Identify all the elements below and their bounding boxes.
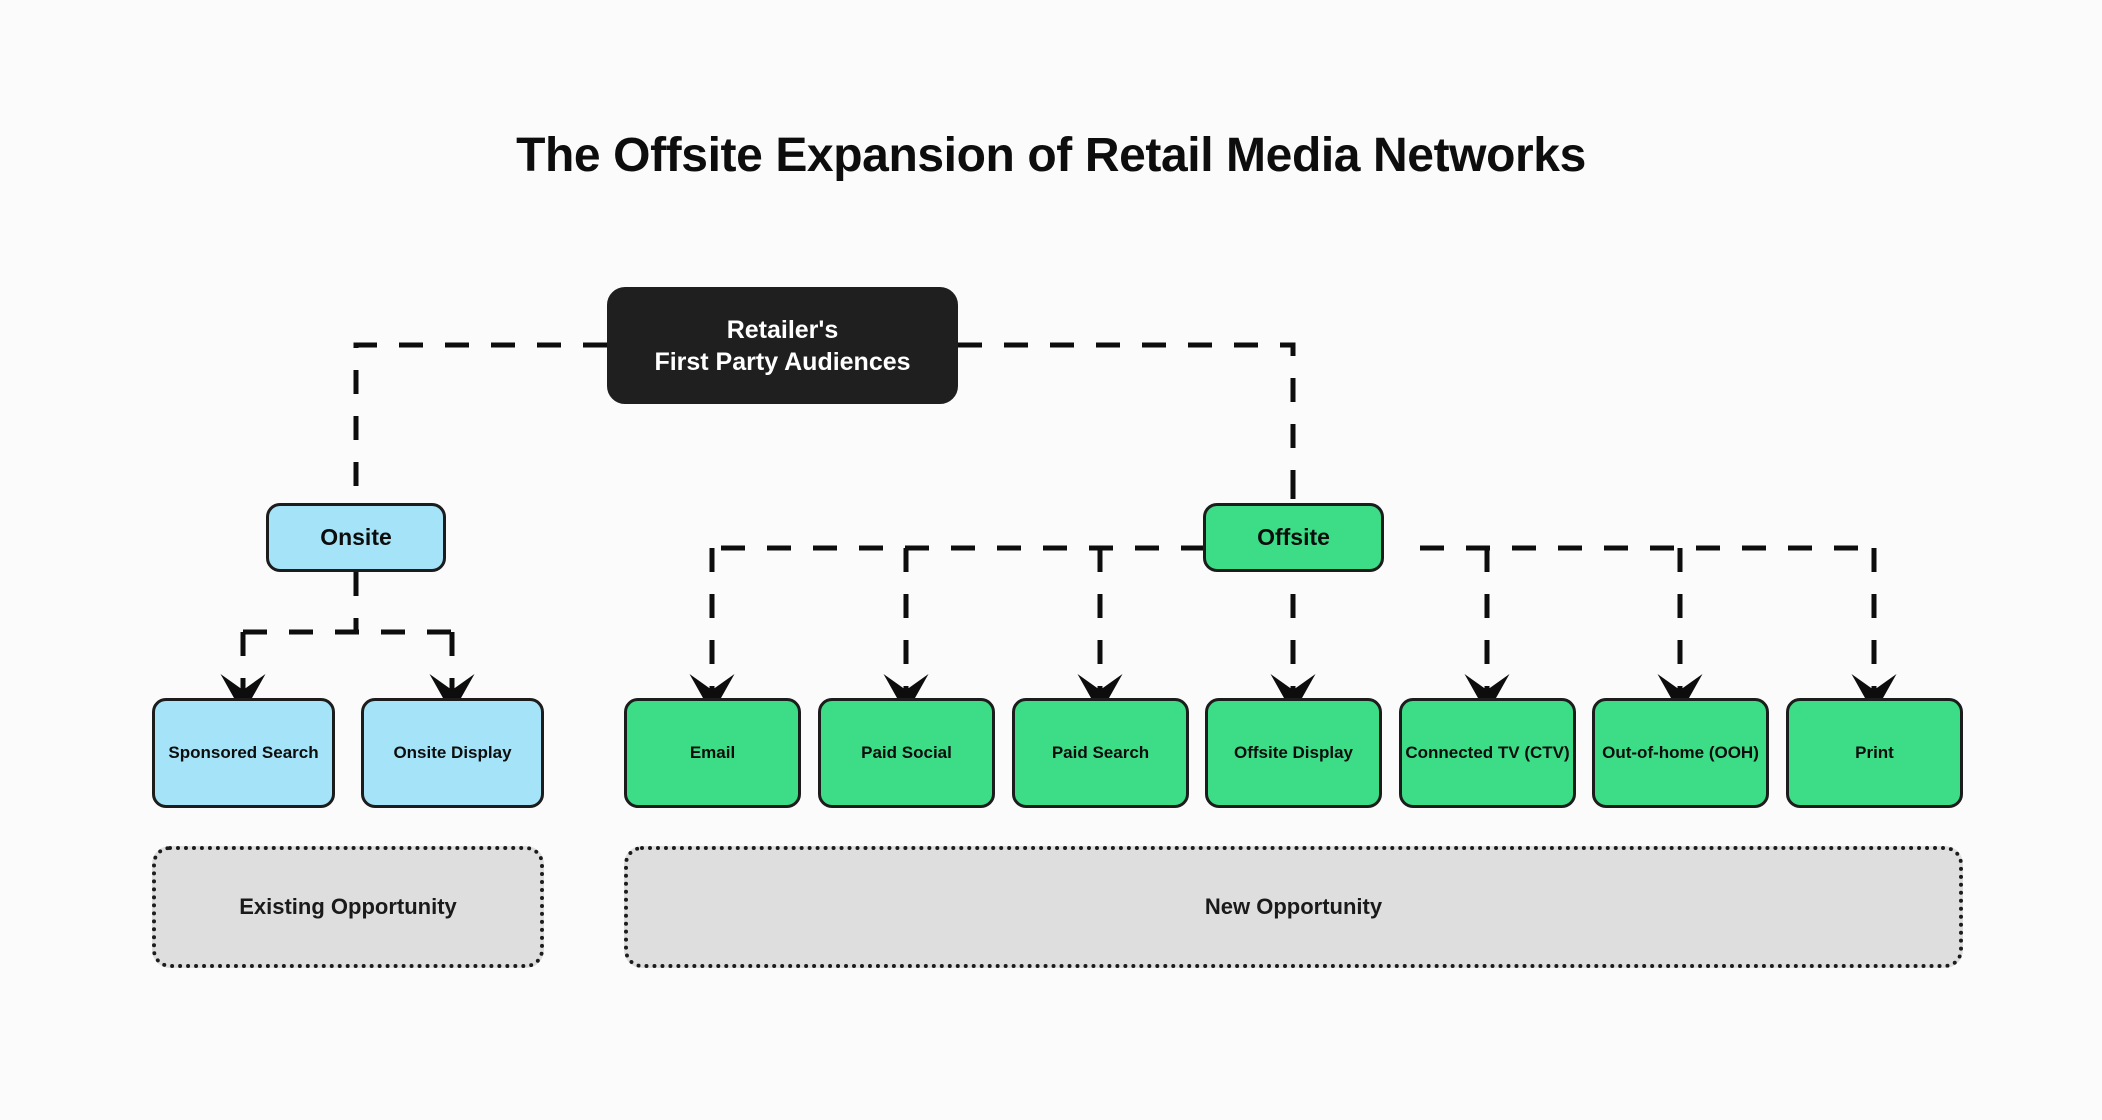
node-paid-social[interactable]: Paid Social xyxy=(818,698,995,808)
node-print-label: Print xyxy=(1855,743,1894,763)
node-paid-search-label: Paid Search xyxy=(1051,743,1150,763)
node-onsite[interactable]: Onsite xyxy=(266,503,446,572)
node-email-label: Email xyxy=(689,743,736,763)
node-retailers-first-party-audiences[interactable]: Retailer's First Party Audiences xyxy=(607,287,958,404)
node-connected-tv-label: Connected TV (CTV) xyxy=(1405,743,1570,763)
node-offsite-display[interactable]: Offsite Display xyxy=(1205,698,1382,808)
edge-root-onsite xyxy=(353,342,607,503)
group-existing-opportunity-label: Existing Opportunity xyxy=(239,894,457,919)
node-offsite[interactable]: Offsite xyxy=(1203,503,1384,572)
node-paid-search[interactable]: Paid Search xyxy=(1012,698,1189,808)
edge-root-offsite xyxy=(958,342,1296,503)
node-print[interactable]: Print xyxy=(1786,698,1963,808)
node-onsite-display[interactable]: Onsite Display xyxy=(361,698,544,808)
node-onsite-label: Onsite xyxy=(320,523,392,550)
node-offsite-label: Offsite xyxy=(1257,523,1330,550)
node-out-of-home[interactable]: Out-of-home (OOH) xyxy=(1592,698,1769,808)
node-connected-tv[interactable]: Connected TV (CTV) xyxy=(1399,698,1576,808)
node-offsite-display-label: Offsite Display xyxy=(1233,743,1354,763)
node-onsite-display-label: Onsite Display xyxy=(393,743,512,763)
root-label-line1: Retailer's xyxy=(726,315,839,344)
node-sponsored-search[interactable]: Sponsored Search xyxy=(152,698,335,808)
page-title: The Offsite Expansion of Retail Media Ne… xyxy=(516,129,1586,182)
node-email[interactable]: Email xyxy=(624,698,801,808)
root-label-line2: First Party Audiences xyxy=(654,347,911,376)
node-paid-social-label: Paid Social xyxy=(861,743,952,763)
group-new-opportunity: New Opportunity xyxy=(624,846,1963,968)
node-sponsored-search-label: Sponsored Search xyxy=(168,743,319,763)
node-out-of-home-label: Out-of-home (OOH) xyxy=(1602,743,1759,763)
group-existing-opportunity: Existing Opportunity xyxy=(152,846,544,968)
group-new-opportunity-label: New Opportunity xyxy=(1204,894,1383,919)
